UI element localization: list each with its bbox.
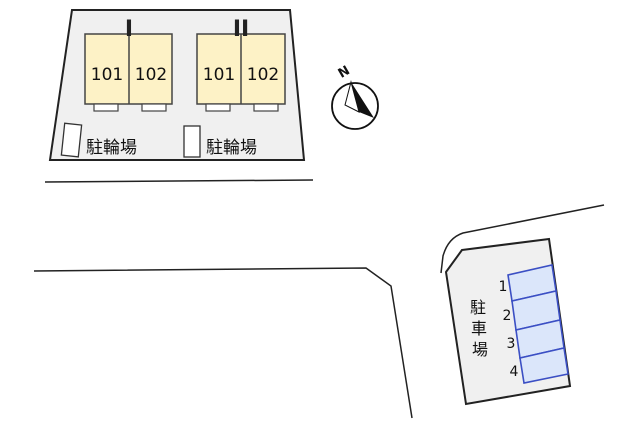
bicycle-parking-label-1: 駐輪場 <box>86 138 137 158</box>
compass-n-label: N <box>336 63 353 81</box>
building-2-balcony-left <box>205 103 231 112</box>
building-2-name: II <box>233 17 249 42</box>
parking-space-number-4: 4 <box>510 364 519 380</box>
parking-space-4 <box>519 347 569 384</box>
building-1-unit-102: 102 <box>135 65 167 85</box>
road-edge-right <box>440 204 605 274</box>
building-1-balcony-left <box>93 103 119 112</box>
compass-needle-light <box>344 80 360 113</box>
parking-space-number-3: 3 <box>507 336 516 352</box>
bicycle-rack-1 <box>60 122 83 158</box>
compass-needle-dark <box>351 82 374 118</box>
building-1-name: I <box>125 17 133 42</box>
road-edge-upper <box>44 179 314 183</box>
parking-label-char-2: 車 <box>471 319 487 338</box>
building-2-balcony-right <box>253 103 279 112</box>
parking-spaces <box>507 264 569 384</box>
compass: N <box>331 63 379 130</box>
bicycle-parking-label-2: 駐輪場 <box>206 138 257 158</box>
building-2: II 101 102 <box>196 17 286 112</box>
parking-space-number-1: 1 <box>499 279 508 295</box>
parking-label-char-3: 場 <box>472 340 488 359</box>
building-1-balcony-right <box>141 103 167 112</box>
building-1-unit-101: 101 <box>91 65 123 85</box>
building-2-unit-101: 101 <box>203 65 235 85</box>
road-edge-middle <box>33 267 413 419</box>
parking-label-char-1: 駐 <box>470 298 486 317</box>
parking-space-number-2: 2 <box>503 308 512 324</box>
bicycle-rack-2 <box>183 125 201 158</box>
building-1: I 101 102 <box>84 17 173 112</box>
building-2-unit-102: 102 <box>247 65 279 85</box>
